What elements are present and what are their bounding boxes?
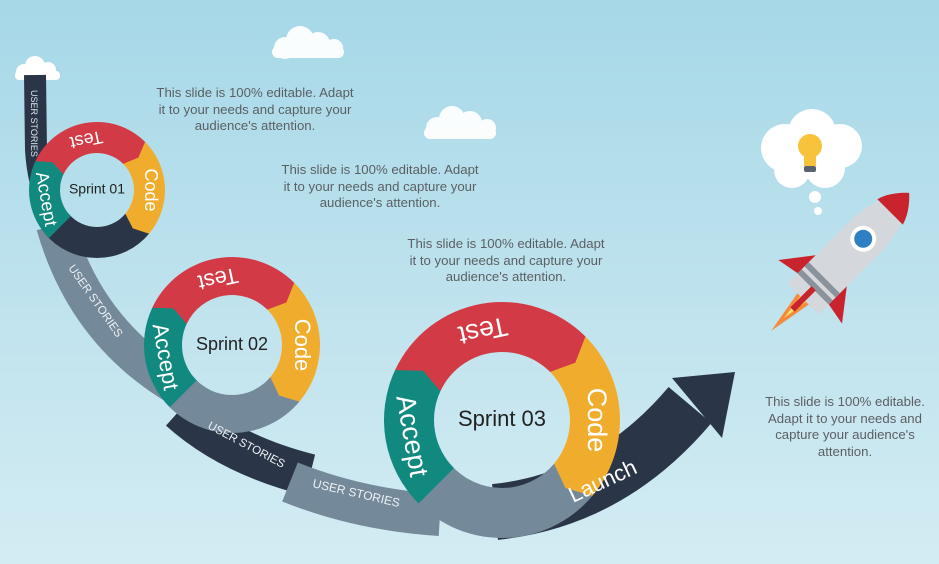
accept-segment (28, 161, 71, 239)
ring-segment-bottom (164, 377, 300, 433)
user-stories-band-4 (282, 462, 442, 536)
text-line: This slide is 100% editable. Adapt (281, 162, 479, 177)
code-label: Code (290, 319, 315, 372)
text-line: capture your audience's (775, 427, 915, 442)
ring-segment-bottom (44, 213, 150, 258)
lightbulb-icon (798, 134, 822, 172)
test-segment (35, 121, 146, 175)
text-line: it to your needs and capture your (158, 101, 352, 117)
code-label: Code (141, 168, 161, 211)
text-line: This slide is 100% editable. Adapt (156, 85, 354, 100)
info-text-2: This slide is 100% editable. Adapt it to… (255, 162, 505, 212)
test-segment (152, 257, 295, 324)
text-line: Adapt it to your needs and (768, 410, 922, 426)
text-line: audience's attention. (445, 269, 567, 284)
cloud-icon (424, 106, 496, 139)
code-segment (123, 141, 165, 234)
info-text-1: This slide is 100% editable. Adapt it to… (130, 85, 380, 135)
sprint-name: Sprint 02 (196, 334, 268, 354)
info-text-4: This slide is 100% editable. Adapt it to… (750, 394, 939, 460)
text-line: This slide is 100% editable. Adapt (407, 236, 605, 251)
sprint-name: Sprint 01 (69, 181, 125, 197)
user-stories-label: USER STORIES (29, 90, 39, 157)
ring-segment-bottom (411, 463, 593, 539)
cloud-icon (272, 26, 344, 59)
rocket-icon (771, 192, 910, 331)
code-segment (267, 282, 320, 402)
accept-segment (144, 307, 197, 408)
text-line: This slide is 100% editable. (765, 394, 925, 409)
accept-segment (384, 370, 454, 504)
text-line: it to your needs and capture your (409, 252, 603, 268)
code-segment (550, 336, 621, 496)
text-line: attention. (817, 443, 873, 459)
text-line: audience's attention. (319, 195, 441, 210)
info-text-3: This slide is 100% editable. Adapt it to… (381, 236, 631, 286)
text-line: audience's attention. (194, 118, 316, 133)
sprint-name: Sprint 03 (458, 406, 546, 431)
test-segment (395, 302, 586, 392)
code-label: Code (582, 388, 612, 453)
text-line: it to your needs and capture your (283, 178, 477, 194)
